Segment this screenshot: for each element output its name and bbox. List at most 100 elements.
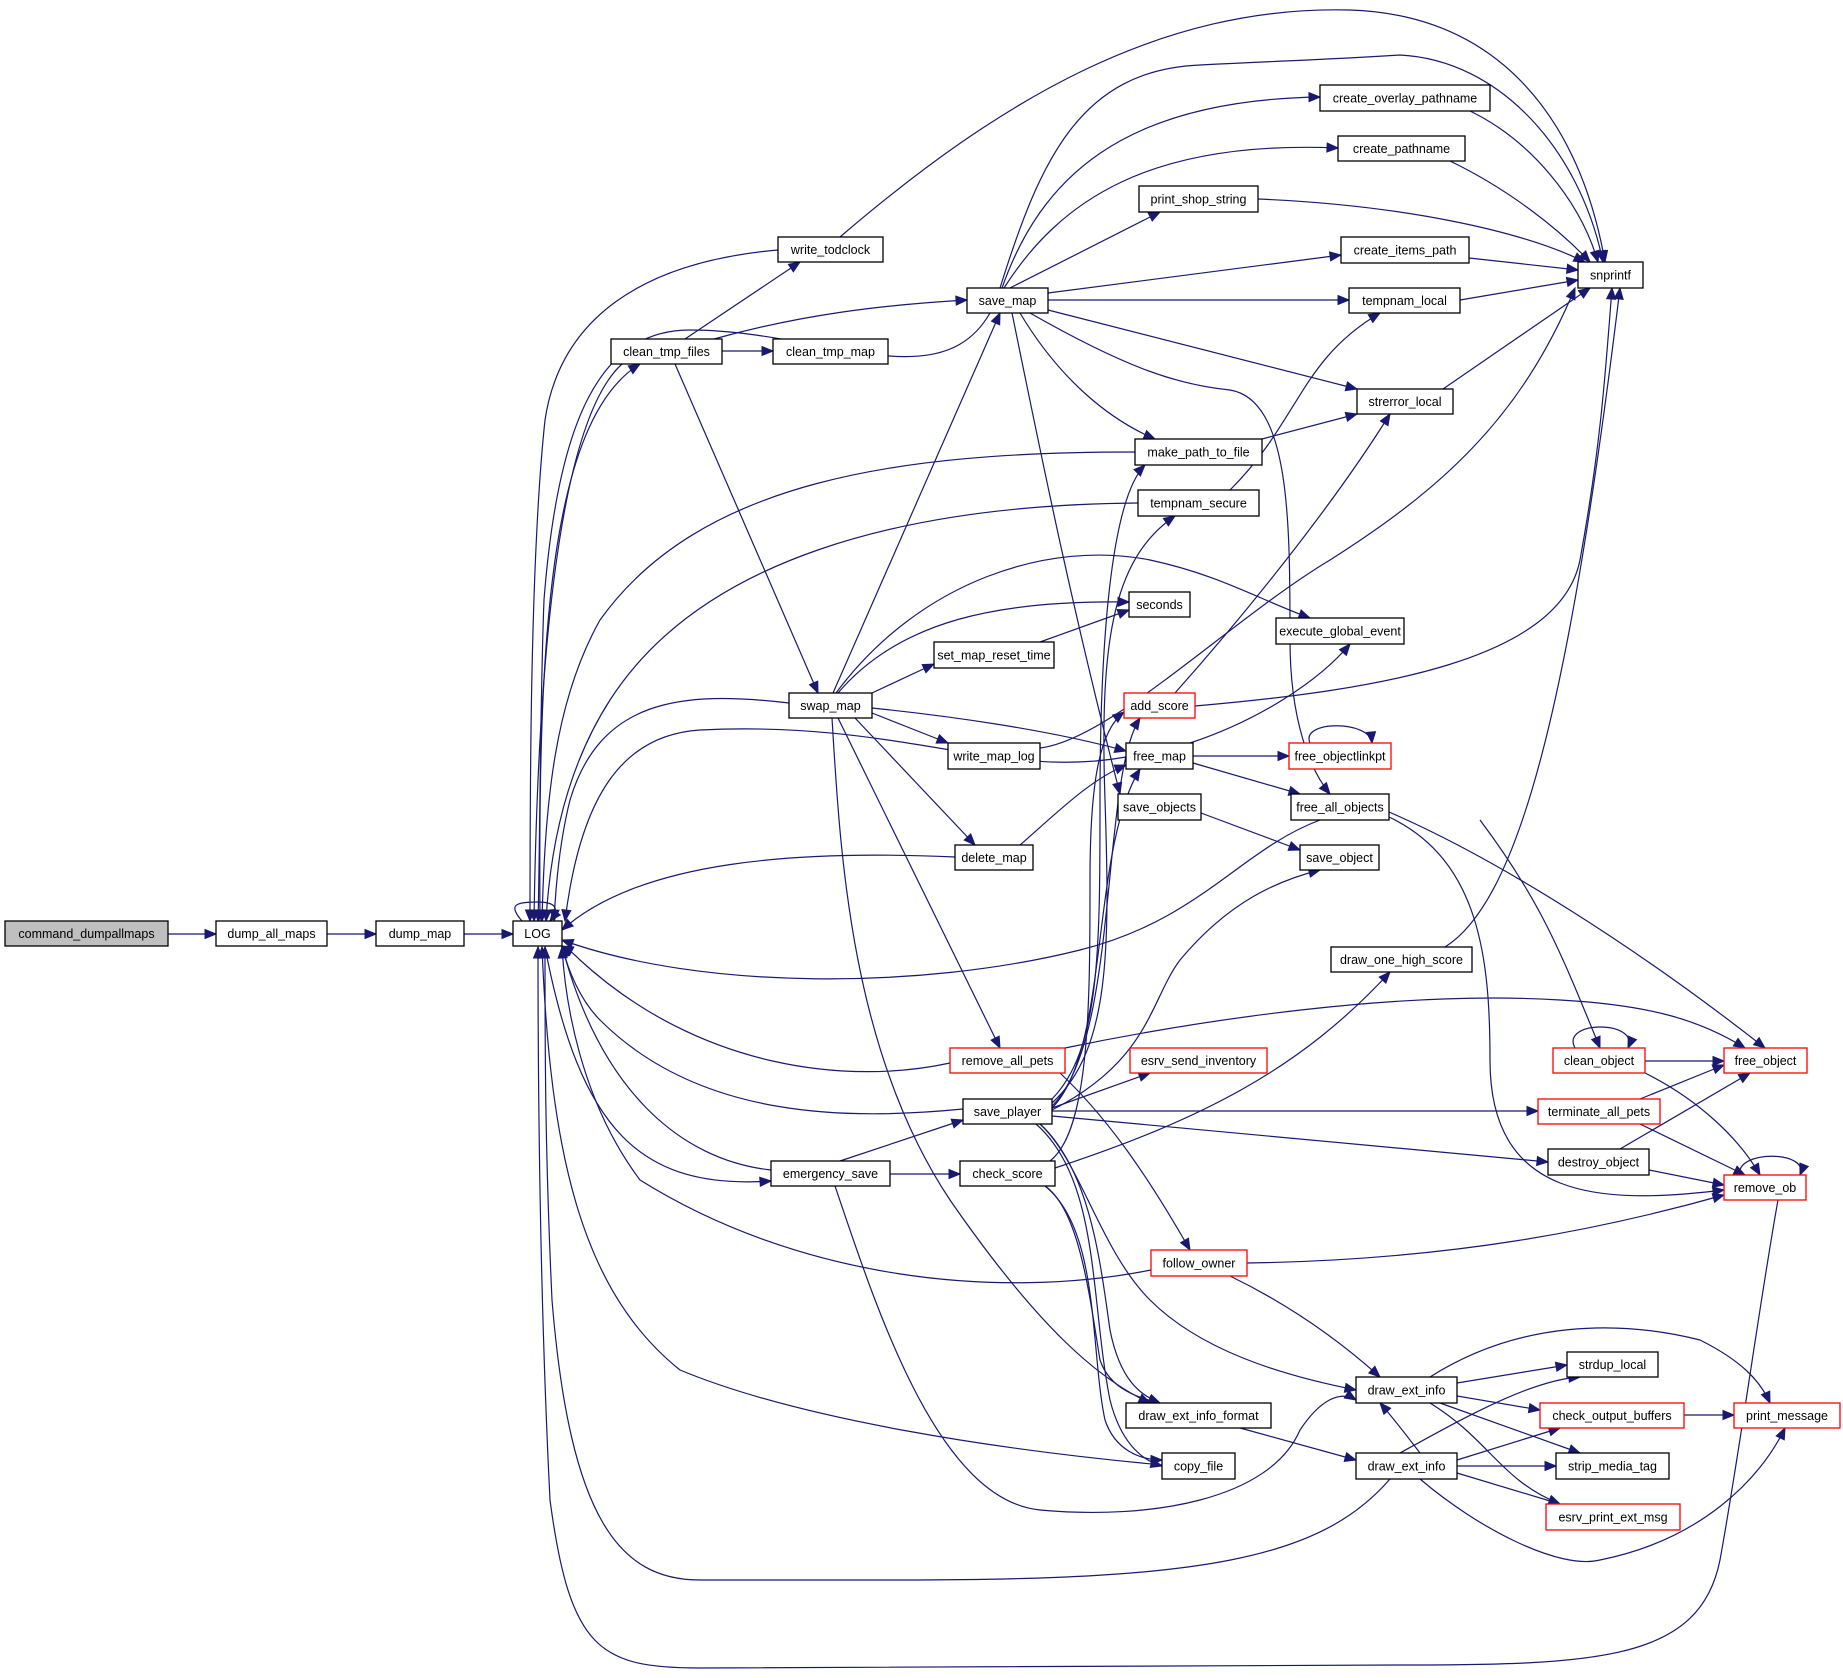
node-box[interactable] <box>1138 185 1259 213</box>
node-snprintf[interactable]: snprintf <box>1577 261 1644 289</box>
node-box[interactable] <box>1123 692 1196 719</box>
node-terminate-all-pets[interactable]: terminate_all_pets <box>1537 1098 1661 1125</box>
node-box[interactable] <box>1275 617 1405 645</box>
node-box[interactable] <box>1552 1047 1646 1074</box>
node-box[interactable] <box>1355 1452 1458 1480</box>
node-box[interactable] <box>1348 287 1461 314</box>
node-box[interactable] <box>1299 844 1380 871</box>
node-check-score[interactable]: check_score <box>959 1160 1056 1187</box>
node-clean-tmp-files[interactable]: clean_tmp_files <box>610 338 723 365</box>
node-create-items-path[interactable]: create_items_path <box>1340 236 1470 264</box>
node-box[interactable] <box>1129 1047 1268 1074</box>
node-tempnam-secure[interactable]: tempnam_secure <box>1137 489 1260 517</box>
node-clean-object[interactable]: clean_object <box>1552 1047 1646 1074</box>
node-remove-ob[interactable]: remove_ob <box>1723 1174 1807 1201</box>
node-command-dumpallmaps[interactable]: command_dumpallmaps <box>4 920 169 947</box>
node-print-shop-string[interactable]: print_shop_string <box>1138 185 1259 213</box>
node-box[interactable] <box>215 920 328 947</box>
node-box[interactable] <box>1128 591 1191 618</box>
node-make-path-to-file[interactable]: make_path_to_file <box>1134 438 1263 466</box>
node-box[interactable] <box>1125 742 1194 770</box>
node-write-todclock[interactable]: write_todclock <box>777 236 884 263</box>
node-box[interactable] <box>1566 1351 1659 1378</box>
node-box[interactable] <box>959 1160 1056 1187</box>
node-box[interactable] <box>1355 1376 1458 1404</box>
node-box[interactable] <box>512 920 563 947</box>
node-save-map[interactable]: save_map <box>966 287 1049 314</box>
node-check-output-buffers[interactable]: check_output_buffers <box>1539 1402 1685 1429</box>
node-tempnam-local[interactable]: tempnam_local <box>1348 287 1461 314</box>
node-box[interactable] <box>1161 1452 1236 1480</box>
node-create-overlay-pathname[interactable]: create_overlay_pathname <box>1319 84 1491 112</box>
node-emergency-save[interactable]: emergency_save <box>770 1160 891 1187</box>
node-box[interactable] <box>966 287 1049 314</box>
node-box[interactable] <box>4 920 169 947</box>
node-box[interactable] <box>1337 135 1466 162</box>
node-seconds[interactable]: seconds <box>1128 591 1191 618</box>
node-box[interactable] <box>1150 1249 1248 1277</box>
node-free-object[interactable]: free_object <box>1723 1047 1808 1074</box>
node-free-map[interactable]: free_map <box>1125 742 1194 770</box>
node-copy-file[interactable]: copy_file <box>1161 1452 1236 1480</box>
node-box[interactable] <box>1137 489 1260 517</box>
node-free-objectlinkpt[interactable]: free_objectlinkpt <box>1288 742 1392 770</box>
node-save-player[interactable]: save_player <box>962 1098 1053 1125</box>
node-free-all-objects[interactable]: free_all_objects <box>1290 793 1390 821</box>
node-box[interactable] <box>1117 793 1202 821</box>
node-follow-owner[interactable]: follow_owner <box>1150 1249 1248 1277</box>
node-box[interactable] <box>375 920 465 947</box>
node-strip-media-tag[interactable]: strip_media_tag <box>1555 1452 1670 1480</box>
node-box[interactable] <box>772 338 889 365</box>
node-esrv-print-ext-msg[interactable]: esrv_print_ext_msg <box>1545 1503 1681 1531</box>
node-box[interactable] <box>777 236 884 263</box>
node-draw-one-high-score[interactable]: draw_one_high_score <box>1330 946 1473 973</box>
node-add-score[interactable]: add_score <box>1123 692 1196 719</box>
node-box[interactable] <box>1539 1402 1685 1429</box>
node-box[interactable] <box>1330 946 1473 973</box>
node-draw-ext-info-format[interactable]: draw_ext_info_format <box>1125 1402 1272 1429</box>
node-box[interactable] <box>788 692 873 719</box>
node-strerror-local[interactable]: strerror_local <box>1356 388 1454 415</box>
node-write-map-log[interactable]: write_map_log <box>947 742 1041 770</box>
node-box[interactable] <box>1547 1148 1650 1176</box>
node-set-map-reset-time[interactable]: set_map_reset_time <box>933 641 1055 669</box>
node-box[interactable] <box>1319 84 1491 112</box>
node-destroy-object[interactable]: destroy_object <box>1547 1148 1650 1176</box>
node-box[interactable] <box>610 338 723 365</box>
node-swap-map[interactable]: swap_map <box>788 692 873 719</box>
node-dump-all-maps[interactable]: dump_all_maps <box>215 920 328 947</box>
node-box[interactable] <box>1340 236 1470 264</box>
node-execute-global-event[interactable]: execute_global_event <box>1275 617 1405 645</box>
node-draw-ext-info-a[interactable]: draw_ext_info <box>1355 1376 1458 1404</box>
node-box[interactable] <box>1537 1098 1661 1125</box>
node-box[interactable] <box>1555 1452 1670 1480</box>
node-box[interactable] <box>1577 261 1644 289</box>
node-box[interactable] <box>1723 1047 1808 1074</box>
node-log[interactable]: LOG <box>512 920 563 947</box>
node-box[interactable] <box>1290 793 1390 821</box>
node-save-object[interactable]: save_object <box>1299 844 1380 871</box>
node-esrv-send-inventory[interactable]: esrv_send_inventory <box>1129 1047 1268 1074</box>
node-draw-ext-info-b[interactable]: draw_ext_info <box>1355 1452 1458 1480</box>
node-print-message[interactable]: print_message <box>1733 1402 1841 1429</box>
node-box[interactable] <box>962 1098 1053 1125</box>
node-box[interactable] <box>949 1047 1066 1074</box>
node-strdup-local[interactable]: strdup_local <box>1566 1351 1659 1378</box>
node-box[interactable] <box>1545 1503 1681 1531</box>
node-box[interactable] <box>1288 742 1392 770</box>
node-create-pathname[interactable]: create_pathname <box>1337 135 1466 162</box>
node-box[interactable] <box>1733 1402 1841 1429</box>
node-box[interactable] <box>1134 438 1263 466</box>
node-box[interactable] <box>1125 1402 1272 1429</box>
node-box[interactable] <box>770 1160 891 1187</box>
node-dump-map[interactable]: dump_map <box>375 920 465 947</box>
node-box[interactable] <box>1723 1174 1807 1201</box>
node-box[interactable] <box>933 641 1055 669</box>
node-delete-map[interactable]: delete_map <box>954 844 1034 871</box>
node-box[interactable] <box>947 742 1041 770</box>
node-clean-tmp-map[interactable]: clean_tmp_map <box>772 338 889 365</box>
node-box[interactable] <box>1356 388 1454 415</box>
node-remove-all-pets[interactable]: remove_all_pets <box>949 1047 1066 1074</box>
node-save-objects[interactable]: save_objects <box>1117 793 1202 821</box>
node-box[interactable] <box>954 844 1034 871</box>
